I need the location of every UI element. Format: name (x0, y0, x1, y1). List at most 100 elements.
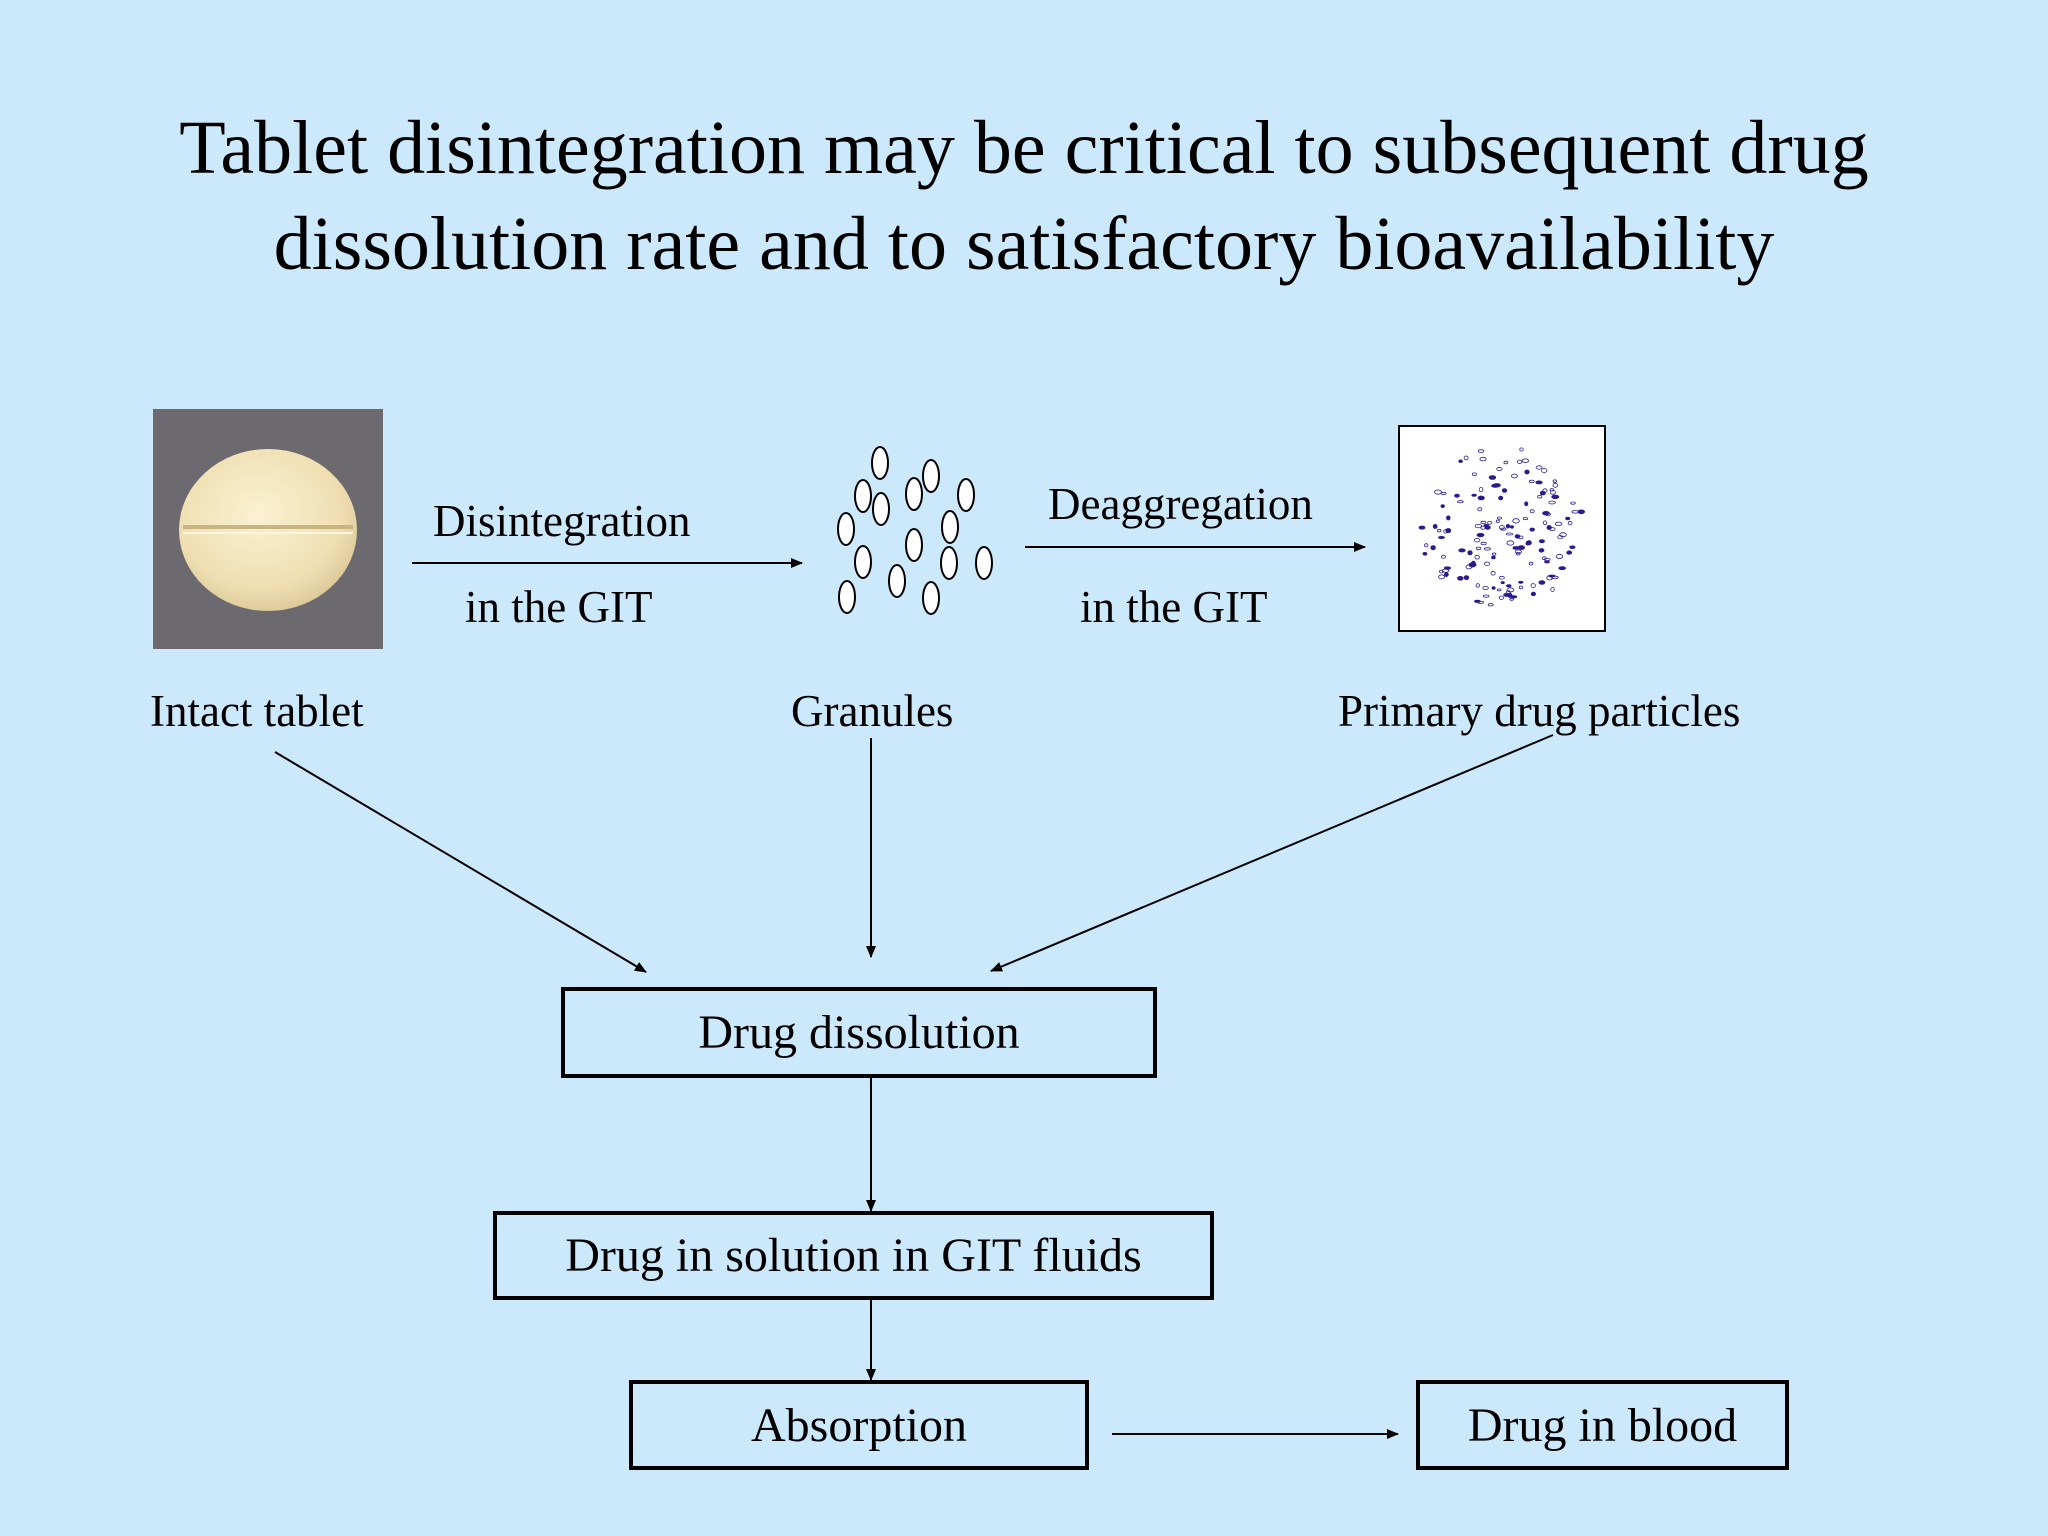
drug-particle-icon (1544, 560, 1550, 564)
granule-icon (905, 477, 923, 511)
drug-particle-icon (1437, 528, 1442, 533)
drug-particle-icon (1491, 555, 1496, 560)
drug-particle-icon (1496, 516, 1502, 520)
drug-particle-icon (1565, 516, 1571, 521)
drug-particle-icon (1548, 500, 1556, 505)
drug-particle-icon (1525, 541, 1530, 546)
drug-particle-icon (1473, 537, 1481, 543)
deaggregation-location-label: in the GIT (1080, 582, 1268, 632)
drug-particle-icon (1558, 566, 1567, 571)
drug-particle-icon (1518, 535, 1524, 540)
drug-particle-icon (1509, 597, 1514, 601)
drug-dissolution-box: Drug dissolution (561, 987, 1157, 1078)
drug-particle-icon (1476, 533, 1485, 538)
primary-particles-image (1398, 425, 1606, 632)
drug-particle-icon (1517, 545, 1525, 550)
drug-particle-icon (1551, 494, 1560, 500)
drug-particle-icon (1441, 554, 1447, 559)
title-line-2: dissolution rate and to satisfactory bio… (273, 202, 1775, 286)
drug-particle-icon (1487, 603, 1494, 607)
drug-particle-icon (1506, 584, 1512, 588)
drug-particle-icon (1477, 449, 1485, 453)
drug-particle-icon (1424, 543, 1429, 548)
drug-particle-icon (1530, 591, 1536, 597)
granules-label: Granules (791, 686, 954, 736)
granule-icon (838, 580, 856, 614)
drug-particle-icon (1484, 547, 1491, 551)
drug-particle-icon (1482, 585, 1489, 590)
drug-particle-icon (1512, 518, 1520, 524)
granule-icon (940, 546, 958, 580)
drug-particle-icon (1571, 510, 1580, 514)
drug-particle-icon (1501, 488, 1508, 493)
drug-particle-icon (1510, 595, 1518, 599)
drug-particle-icon (1518, 580, 1524, 584)
drug-particle-icon (1569, 545, 1576, 549)
drug-particle-icon (1543, 557, 1551, 561)
drug-particle-icon (1477, 495, 1485, 501)
deaggregation-label: Deaggregation (1048, 479, 1313, 529)
drug-particle-icon (1480, 520, 1487, 525)
drug-particle-icon (1458, 548, 1466, 553)
drug-particle-icon (1518, 585, 1524, 590)
drug-particle-icon (1491, 483, 1500, 488)
drug-particle-icon (1554, 521, 1563, 526)
drug-particle-icon (1463, 575, 1470, 581)
granule-icon (871, 446, 889, 480)
drug-particle-icon (1475, 546, 1482, 551)
drug-particle-icon (1546, 575, 1553, 581)
drug-particle-icon (1438, 536, 1445, 540)
drug-particle-icon (1495, 519, 1500, 523)
drug-particle-icon (1467, 550, 1473, 556)
granule-icon (888, 564, 906, 598)
disintegration-location-label: in the GIT (465, 582, 653, 632)
drug-particle-icon (1557, 535, 1564, 540)
drug-particle-icon (1465, 564, 1473, 570)
drug-particle-icon (1432, 524, 1438, 530)
drug-particle-icon (1511, 473, 1518, 479)
drug-particle-icon (1522, 517, 1529, 521)
absorption-box: Absorption (629, 1380, 1089, 1470)
drug-particle-icon (1445, 528, 1452, 534)
drug-particle-icon (1438, 574, 1445, 580)
drug-particle-icon (1441, 568, 1450, 573)
drug-particle-icon (1434, 489, 1442, 495)
drug-particle-icon (1535, 480, 1543, 485)
disintegration-label: Disintegration (433, 496, 691, 546)
drug-particle-icon (1498, 575, 1505, 580)
drug-particle-icon (1471, 493, 1477, 497)
drug-particle-icon (1542, 520, 1548, 526)
drug-particle-icon (1422, 551, 1428, 556)
drug-particle-icon (1463, 455, 1469, 461)
drug-particle-icon (1546, 525, 1552, 530)
drug-particle-icon (1498, 595, 1504, 600)
drug-particle-icon (1535, 465, 1543, 470)
drug-particle-icon (1550, 587, 1555, 592)
drug-particle-icon (1480, 541, 1487, 546)
drug-particle-icon (1484, 525, 1491, 530)
granule-icon (922, 459, 940, 493)
drug-particle-icon (1570, 501, 1576, 505)
drug-particle-icon (1430, 545, 1436, 551)
drug-particle-icon (1474, 554, 1480, 560)
drug-particle-icon (1519, 447, 1524, 452)
intact-tablet-image (153, 409, 383, 649)
drug-particle-icon (1555, 553, 1564, 559)
drug-particle-icon (1537, 494, 1543, 499)
granule-icon (957, 478, 975, 512)
drug-particle-icon (1506, 587, 1515, 593)
granule-icon (941, 510, 959, 544)
drug-particle-icon (1477, 600, 1485, 604)
drug-particle-icon (1567, 520, 1573, 526)
drug-particle-icon (1510, 525, 1515, 529)
granule-icon (975, 546, 993, 580)
drug-particle-icon (1458, 459, 1463, 463)
drug-particle-icon (1539, 490, 1546, 496)
drug-particle-icon (1529, 527, 1535, 532)
drug-particle-icon (1446, 515, 1451, 521)
intact-tablet-label: Intact tablet (150, 686, 364, 736)
drug-particle-icon (1499, 525, 1505, 530)
granule-icon (837, 512, 855, 546)
drug-particle-icon (1538, 580, 1546, 585)
granule-icon (872, 492, 890, 526)
